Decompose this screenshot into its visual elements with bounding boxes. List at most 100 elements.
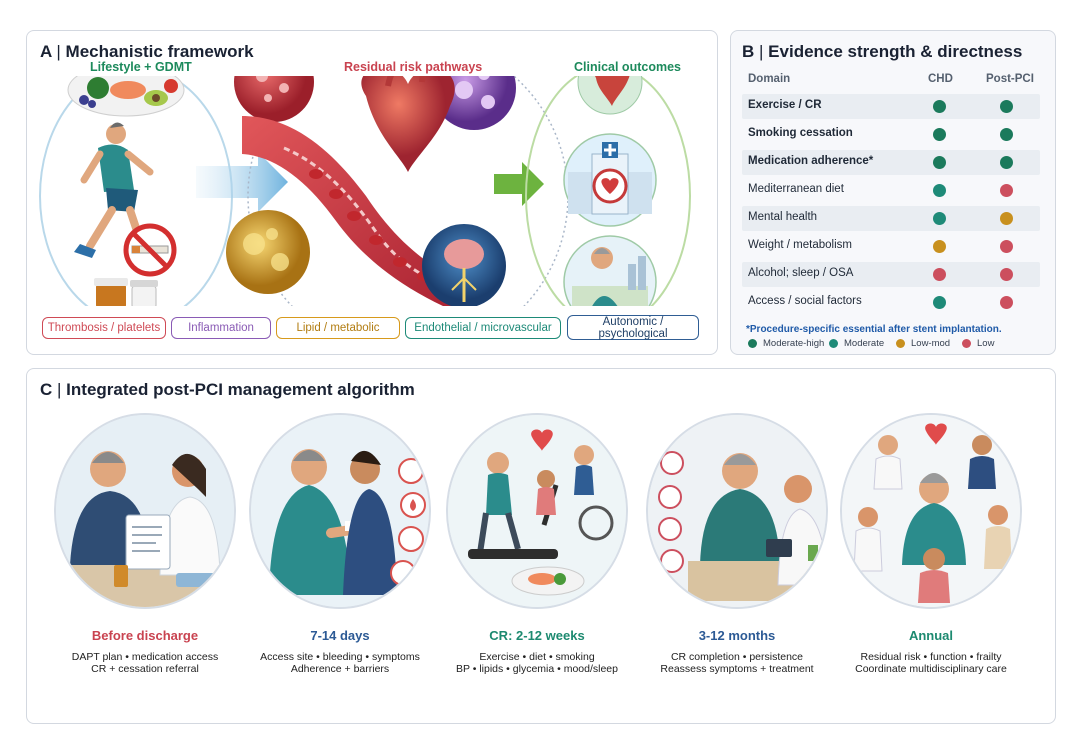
post-pci-evidence-dot: [1000, 184, 1013, 197]
outcomes-oval: [525, 76, 691, 306]
step-before-discharge-title: Before discharge: [91, 628, 199, 643]
lipid-circle-icon: [226, 210, 310, 294]
chd-evidence-dot: [933, 184, 946, 197]
chd-column-header: CHD: [928, 73, 953, 85]
lifestyle-gdmt-heading: Lifestyle + GDMT: [90, 60, 192, 74]
evidence-row: Exercise / CR: [742, 94, 1040, 119]
post-pci-evidence-dot: [1000, 268, 1013, 281]
evidence-row-label: Alcohol; sleep / OSA: [748, 267, 854, 279]
post-pci-column-header: Post-PCI: [986, 73, 1034, 85]
evidence-row: Alcohol; sleep / OSA: [742, 262, 1040, 287]
evidence-row-label: Smoking cessation: [748, 127, 853, 139]
post-pci-evidence-dot: [1000, 128, 1013, 141]
post-pci-evidence-dot: [1000, 240, 1013, 253]
legend-label: Low-mod: [911, 338, 951, 349]
step-cr-2-12-weeks-title: CR: 2-12 weeks: [489, 628, 585, 643]
thrombosis-circle-icon: [234, 76, 314, 122]
step-3-12-months-line-1: CR completion • persistence: [670, 651, 804, 663]
tag-autonomic-psychological: Autonomic / psychological: [567, 315, 699, 340]
evidence-row: Access / social factors: [742, 290, 1040, 315]
step-7-14-days-line-2: Adherence + barriers: [290, 663, 390, 675]
step-cr-line-1: Exercise • diet • smoking: [479, 651, 595, 663]
chd-evidence-dot: [933, 128, 946, 141]
panel-b-title: B | Evidence strength & directness: [742, 42, 1023, 61]
step-cr-line-2: BP • lipids • glycemia • mood/sleep: [456, 663, 618, 675]
chd-evidence-dot: [933, 100, 946, 113]
chd-evidence-dot: [933, 212, 946, 225]
evidence-row-label: Medication adherence*: [748, 155, 874, 167]
step-annual-line-2: Coordinate multidisciplinary care: [855, 663, 1007, 675]
legend-item: Moderate-high: [748, 338, 824, 349]
green-arrow-icon: [494, 162, 544, 206]
step-before-discharge-line-1: DAPT plan • medication access: [71, 651, 219, 663]
nurse-check-access-site-icon: [251, 415, 429, 607]
brain-nervous-circle-icon: [422, 224, 506, 306]
legend-label: Low: [977, 338, 995, 349]
evidence-row-label: Access / social factors: [748, 295, 862, 307]
legend-label: Moderate: [844, 338, 885, 349]
heart-organ-icon: [361, 76, 455, 172]
before-discharge-illustration: [54, 413, 236, 609]
step-7-14-days-line-1: Access site • bleeding • symptoms: [260, 651, 420, 663]
step-annual-title: Annual: [908, 628, 954, 643]
legend-dot: [962, 339, 971, 348]
chd-evidence-dot: [933, 268, 946, 281]
no-smoking-icon: [123, 223, 177, 277]
legend-label: Moderate-high: [763, 338, 825, 349]
domain-column-header: Domain: [748, 73, 791, 85]
evidence-row: Medication adherence*: [742, 150, 1040, 175]
evidence-row-label: Weight / metabolism: [748, 239, 852, 251]
chd-evidence-dot: [933, 240, 946, 253]
post-pci-evidence-dot: [1000, 212, 1013, 225]
evidence-row: Mediterranean diet: [742, 178, 1040, 203]
doctor-patient-discharge-icon: [56, 415, 234, 607]
footnote: *Procedure-specific essential after sten…: [746, 324, 1002, 335]
healthy-heart-circle-icon: [577, 76, 643, 115]
residual-risk-heading: Residual risk pathways: [344, 60, 483, 74]
cardiac-rehab-illustration: [446, 413, 628, 609]
evidence-row-label: Exercise / CR: [748, 99, 822, 111]
evidence-row-label: Mental health: [748, 211, 818, 223]
clinical-outcomes-heading: Clinical outcomes: [574, 60, 681, 74]
healthy-food-plate-icon: [67, 76, 185, 117]
evidence-row-label: Mediterranean diet: [748, 183, 844, 195]
tag-endothelial-microvascular: Endothelial / microvascular: [405, 317, 561, 339]
arrow-icon: [196, 152, 288, 212]
annual-illustration: [840, 413, 1022, 609]
red-blood-cells-icon: [309, 169, 431, 281]
legend-item: Moderate: [829, 338, 884, 349]
evidence-row: Smoking cessation: [742, 122, 1040, 147]
post-pci-evidence-dot: [1000, 296, 1013, 309]
legend-dot: [748, 339, 757, 348]
tag-inflammation: Inflammation: [171, 317, 271, 339]
legend-dot: [896, 339, 905, 348]
post-pci-evidence-dot: [1000, 156, 1013, 169]
active-older-man-circle-icon: [563, 235, 657, 306]
tag-lipid-metabolic: Lipid / metabolic: [276, 317, 400, 339]
cardiac-rehab-exercise-icon: [448, 415, 626, 607]
step-7-14-days-title: 7-14 days: [310, 628, 370, 643]
post-pci-evidence-dot: [1000, 100, 1013, 113]
follow-up-consultation-icon: [648, 415, 826, 607]
evidence-row: Mental health: [742, 206, 1040, 231]
legend-dot: [829, 339, 838, 348]
multidisciplinary-team-icon: [842, 415, 1020, 607]
step-3-12-months-title: 3-12 months: [698, 628, 776, 643]
seven-fourteen-days-illustration: [249, 413, 431, 609]
panel-c-title: C | Integrated post-PCI management algor…: [40, 380, 415, 399]
artery-vessel-icon: [242, 116, 476, 306]
panel-a-title: A | Mechanistic framework: [40, 42, 254, 61]
legend-item: Low-mod: [896, 338, 950, 349]
legend-item: Low: [962, 338, 994, 349]
step-before-discharge-line-2: CR + cessation referral: [91, 663, 199, 675]
tag-thrombosis-platelets: Thrombosis / platelets: [42, 317, 166, 339]
mechanistic-illustration: [39, 76, 691, 306]
step-3-12-months-line-2: Reassess symptoms + treatment: [660, 663, 814, 675]
three-twelve-months-illustration: [646, 413, 828, 609]
medication-bottles-icon: [94, 278, 158, 306]
chd-evidence-dot: [933, 156, 946, 169]
evidence-row: Weight / metabolism: [742, 234, 1040, 259]
chd-evidence-dot: [933, 296, 946, 309]
step-annual-line-1: Residual risk • function • frailty: [860, 651, 1002, 663]
hospital-circle-icon: [563, 133, 657, 227]
